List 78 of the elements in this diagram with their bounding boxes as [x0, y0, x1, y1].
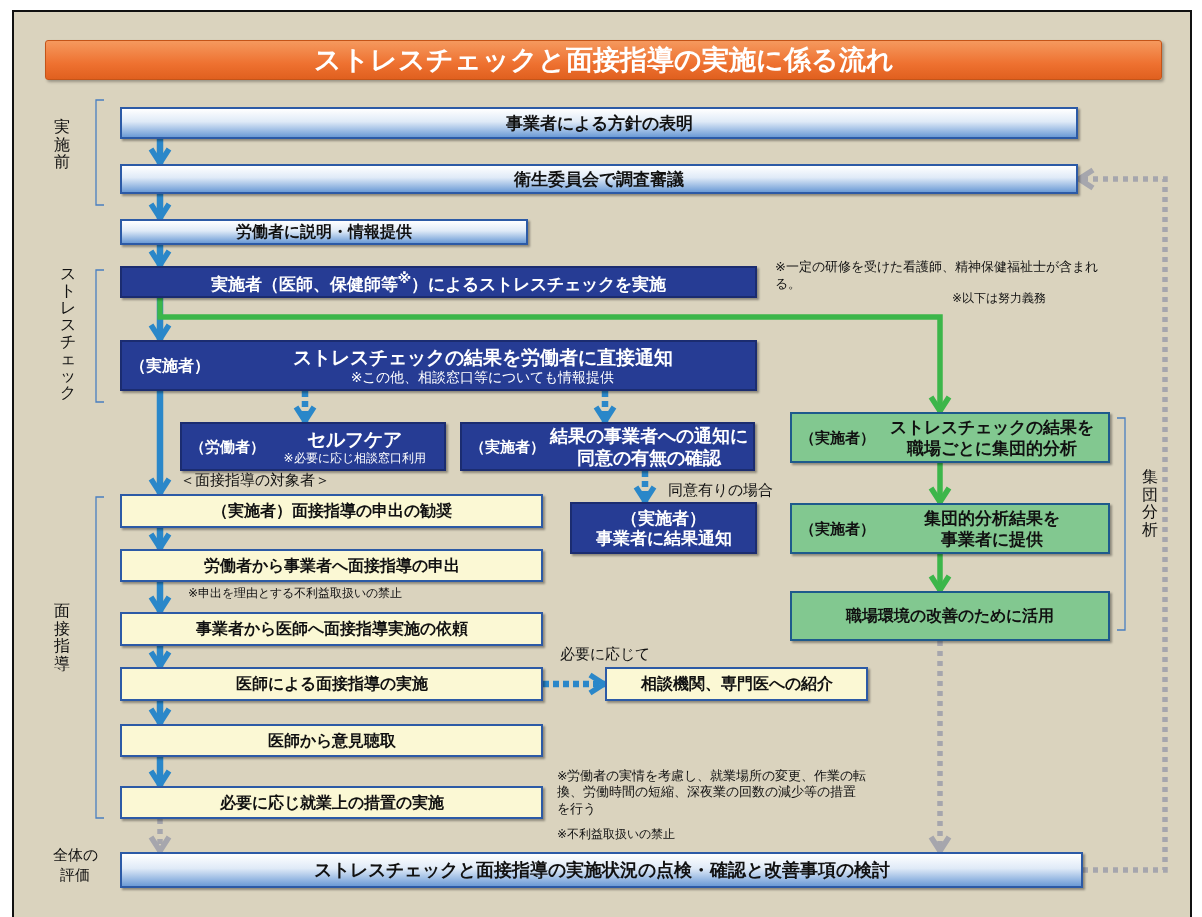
arrow — [148, 819, 172, 854]
box-text: 必要に応じ就業上の措置の実施 — [219, 792, 444, 813]
process-box — [460, 422, 755, 471]
box-text: （実施者）面接指導の申出の勧奨 — [211, 501, 452, 521]
section-label: 実施前 — [54, 118, 70, 171]
note-text: ※必要に応じ相談窓口利用 — [283, 450, 426, 466]
arrow — [148, 528, 172, 551]
box-text: 結果の事業者への通知に同意の有無の確認 — [548, 424, 749, 469]
arrow — [593, 391, 617, 424]
box-text: 集団的分析結果を事業者に提供 — [922, 508, 1061, 549]
note-text: ※以下は努力義務 — [952, 291, 1047, 307]
process-box — [790, 412, 1110, 463]
box-text: （実施者） — [621, 507, 706, 528]
box-text: 事業者から医師へ面接指導実施の依頼 — [195, 619, 468, 639]
arrow — [157, 298, 952, 414]
arrow — [928, 463, 952, 505]
arrow — [633, 471, 657, 504]
box-text: （実施者） — [470, 437, 545, 456]
box-text: 事業者に結果通知 — [595, 528, 732, 549]
arrow — [148, 701, 172, 726]
process-box — [120, 266, 757, 298]
process-box — [120, 667, 543, 701]
process-box — [120, 786, 543, 819]
arrow — [148, 757, 172, 788]
box-text: 労働者に説明・情報提供 — [236, 222, 412, 242]
section-label: ストレスチェック — [60, 266, 76, 403]
arrow — [148, 582, 172, 614]
note-text: 全体の評価 — [51, 846, 99, 885]
arrow — [543, 672, 607, 696]
edge-label: 同意有りの場合 — [668, 481, 773, 500]
process-box — [120, 107, 1078, 139]
process-box — [120, 852, 1083, 888]
process-box — [120, 164, 1078, 194]
section-label: 集団分析 — [1142, 468, 1158, 539]
box-text: ストレスチェックの結果を労働者に直接通知 — [292, 345, 673, 369]
process-box — [120, 219, 528, 245]
process-box — [120, 612, 543, 646]
note-text: ※不利益取扱いの禁止 — [557, 827, 676, 843]
box-text: 衛生委員会で調査審議 — [514, 168, 684, 190]
box-text: （実施者） — [800, 519, 875, 538]
process-box — [120, 494, 543, 528]
process-box — [120, 724, 543, 757]
box-text: 医師による面接指導の実施 — [235, 674, 428, 694]
note-text: ※この他、相談窓口等についても情報提供 — [350, 368, 615, 386]
box-text: （実施者） — [800, 428, 875, 447]
process-box — [790, 503, 1110, 554]
note-text: ＜面接指導の対象者＞ — [180, 471, 330, 491]
box-text: 職場環境の改善のために活用 — [846, 606, 1054, 626]
process-box — [570, 502, 757, 554]
arrow — [148, 139, 172, 166]
box-text: （実施者） — [130, 355, 210, 376]
process-box — [180, 422, 446, 471]
arrow — [293, 391, 317, 424]
box-text: 医師から意見聴取 — [267, 730, 396, 751]
box-text: （労働者） — [190, 437, 265, 456]
box-text: 実施者（医師、保健師等$^{※}$）によるストレスチェックを実施 — [210, 269, 667, 294]
box-text: 相談機関、専門医への紹介 — [640, 674, 833, 694]
arrow — [928, 641, 952, 854]
note-text: ※労働者の実情を考慮し、就業場所の変更、作業の転換、労働時間の短縮、深夜業の回数の減少等の措置を行う — [557, 768, 867, 817]
box-text: ストレスチェックと面接指導の実施状況の点検・確認と改善事項の検討 — [313, 859, 890, 881]
arrow — [148, 391, 172, 496]
box-text: 労働者から事業者へ面接指導の申出 — [203, 555, 460, 576]
arrow — [148, 646, 172, 669]
box-text: 事業者による方針の表明 — [505, 112, 693, 134]
process-box — [790, 591, 1110, 641]
arrow — [928, 554, 952, 593]
box-text: セルフケア — [307, 427, 402, 451]
process-box — [120, 549, 543, 582]
box-text: ストレスチェックの結果を職場ごとに集団的分析 — [888, 417, 1095, 458]
title-banner: ストレスチェックと面接指導の実施に係る流れ — [45, 40, 1162, 80]
arrow — [148, 194, 172, 221]
note-text: ※一定の研修を受けた看護師、精神保健福祉士が含まれる。 — [775, 259, 1099, 292]
edge-label: 必要に応じて — [560, 645, 650, 664]
process-box — [120, 340, 757, 391]
note-text: ※申出を理由とする不利益取扱いの禁止 — [188, 586, 403, 602]
section-label: 面接指導 — [54, 602, 70, 673]
process-box — [605, 667, 868, 701]
arrow — [148, 245, 172, 268]
